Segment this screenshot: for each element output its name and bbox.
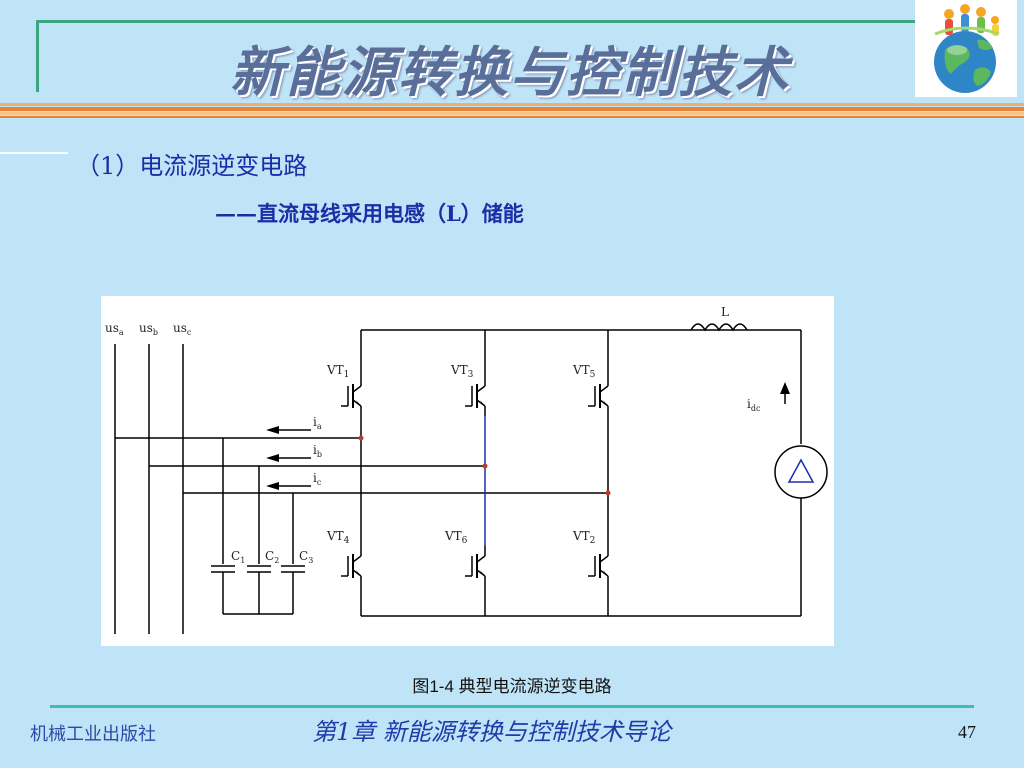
current-source-inverter-schematic: usa usb usc VT1 VT3 VT5 VT4 VT6 VT2 ia i… [105,305,828,634]
label-vt3: VT3 [450,363,474,380]
label-ic: ic [313,471,322,487]
header-frame-horizontal [36,20,916,23]
logo [915,0,1017,97]
inductor [690,323,748,332]
label-usa: usa [105,321,124,337]
label-vt5: VT5 [572,363,596,380]
section-subheading: ——直流母线采用电感（L）储能 [215,201,524,226]
current-arrows [266,426,311,490]
chapter-title: 第1章 新能源转换与控制技术导论 [312,718,671,746]
header-stripe [0,116,1024,118]
label-vt6: VT6 [444,529,468,546]
label-idc: idc [747,397,761,413]
header-frame-vertical [36,20,39,92]
label-c2: C2 [265,549,279,565]
bridge [340,329,801,617]
header-stripe [0,103,1024,106]
header-stripe [0,107,1024,111]
publisher-name: 机械工业出版社 [30,724,156,745]
label-usc: usc [173,321,192,337]
header-stripe [0,112,1024,115]
label-ia: ia [313,415,322,431]
figure-caption: 图1-4 典型电流源逆变电路 [412,677,612,696]
footer-divider [50,705,974,708]
globe-people-icon [934,4,1000,93]
dc-current-source [774,330,828,616]
label-vt2: VT2 [572,529,595,546]
label-inductor: L [721,305,729,319]
label-vt1: VT1 [326,363,349,380]
decorative-line [0,152,68,154]
label-c3: C3 [299,549,313,565]
page-number: 47 [958,722,976,742]
source-wires [114,344,184,634]
circuit-diagram: usa usb usc VT1 VT3 VT5 VT4 VT6 VT2 ia i… [101,296,834,646]
label-usb: usb [139,321,158,337]
label-ib: ib [313,443,322,459]
label-vt4: VT4 [326,529,350,546]
phase-lines [115,437,608,494]
section-heading: （1）电流源逆变电路 [76,152,308,180]
capacitor-bank [210,438,306,615]
label-c1: C1 [231,549,245,565]
slide-title: 新能源转换与控制技术 [230,41,790,104]
